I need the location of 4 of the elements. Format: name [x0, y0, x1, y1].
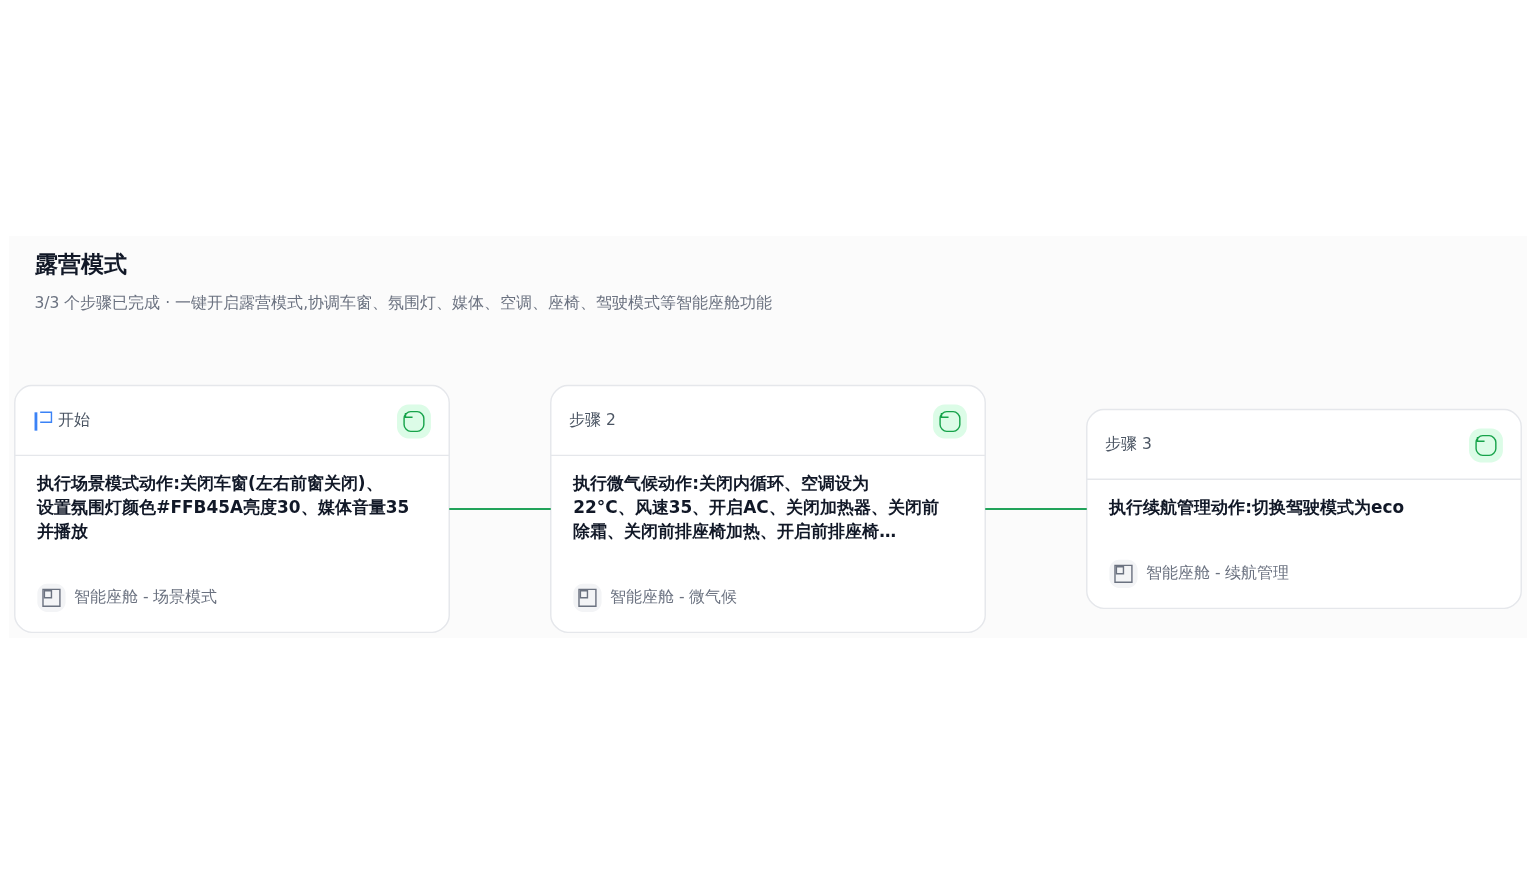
connector: [984, 507, 1088, 510]
connector: [448, 507, 552, 510]
diagram-title: 露营模式: [34, 251, 127, 278]
caption: 3/3 个步骤已完成 · 一键开启露营模式,协调车窗、氛围灯、媒体、空调、座椅、驾驶模式等智能座舱功能: [34, 293, 773, 312]
